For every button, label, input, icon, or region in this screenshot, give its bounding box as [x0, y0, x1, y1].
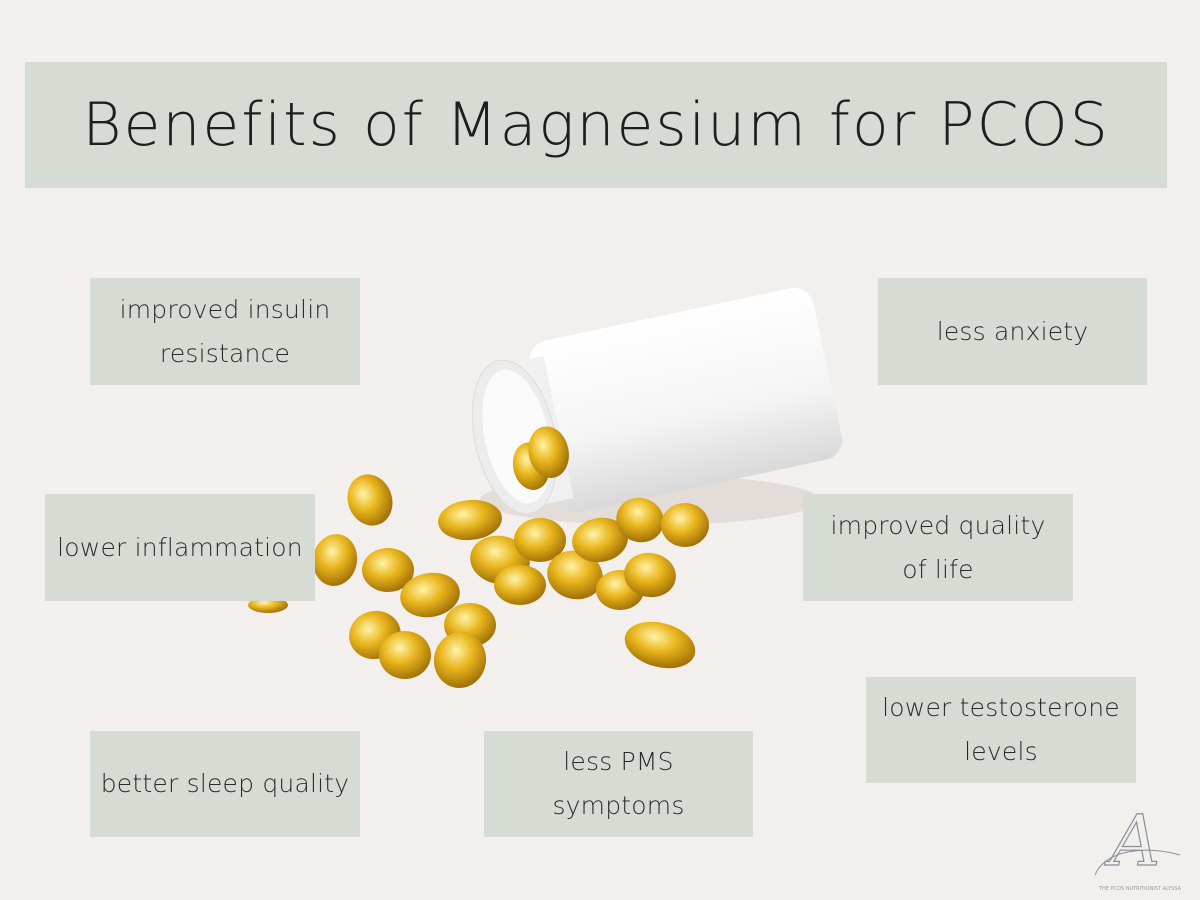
capsule — [661, 503, 709, 547]
benefit-line: better sleep quality — [100, 769, 350, 798]
capsule — [362, 548, 414, 592]
benefit-line: levels — [964, 737, 1038, 766]
benefit-better-sleep-quality: better sleep quality — [90, 731, 360, 837]
pill-bottle — [471, 288, 843, 515]
capsule — [248, 597, 288, 613]
benefit-lower-testosterone: lower testosterone levels — [866, 677, 1136, 783]
benefit-improved-quality-of-life: improved quality of life — [803, 494, 1073, 601]
benefit-line: less anxiety — [936, 316, 1089, 346]
benefit-improved-insulin-resistance: improved insulin resistance — [90, 278, 360, 385]
benefit-line: less PMS — [563, 747, 674, 776]
capsule — [514, 518, 566, 562]
benefit-line: resistance — [159, 338, 291, 368]
logo-text: THE PCOS NUTRITIONIST ALYSSA — [1098, 886, 1182, 892]
benefit-line: improved insulin — [119, 294, 331, 324]
capsule — [547, 550, 603, 600]
benefit-line: improved quality — [830, 510, 1046, 540]
capsule — [433, 632, 487, 688]
capsule — [312, 534, 358, 586]
benefit-line: lower testosterone — [882, 693, 1120, 722]
capsule — [616, 497, 664, 543]
title-text: Benefits of Magnesium for PCOS — [82, 90, 1110, 160]
benefit-line: lower inflammation — [57, 532, 303, 562]
brand-logo: A THE PCOS NUTRITIONIST ALYSSA — [1094, 799, 1182, 892]
svg-text:A: A — [1104, 800, 1161, 882]
capsule — [347, 474, 393, 526]
benefit-lower-inflammation: lower inflammation — [45, 494, 315, 601]
benefit-line: of life — [902, 554, 974, 584]
page-title: Benefits of Magnesium for PCOS — [25, 62, 1167, 188]
capsule — [624, 621, 696, 669]
capsule — [438, 499, 502, 541]
benefit-less-pms-symptoms: less PMS symptoms — [484, 731, 753, 837]
capsule — [572, 517, 628, 563]
capsules — [248, 474, 709, 688]
capsule — [494, 565, 546, 605]
benefit-less-anxiety: less anxiety — [878, 278, 1147, 385]
benefit-line: symptoms — [552, 791, 685, 820]
capsule — [624, 552, 676, 598]
capsule — [379, 631, 431, 679]
capsule — [400, 572, 460, 618]
